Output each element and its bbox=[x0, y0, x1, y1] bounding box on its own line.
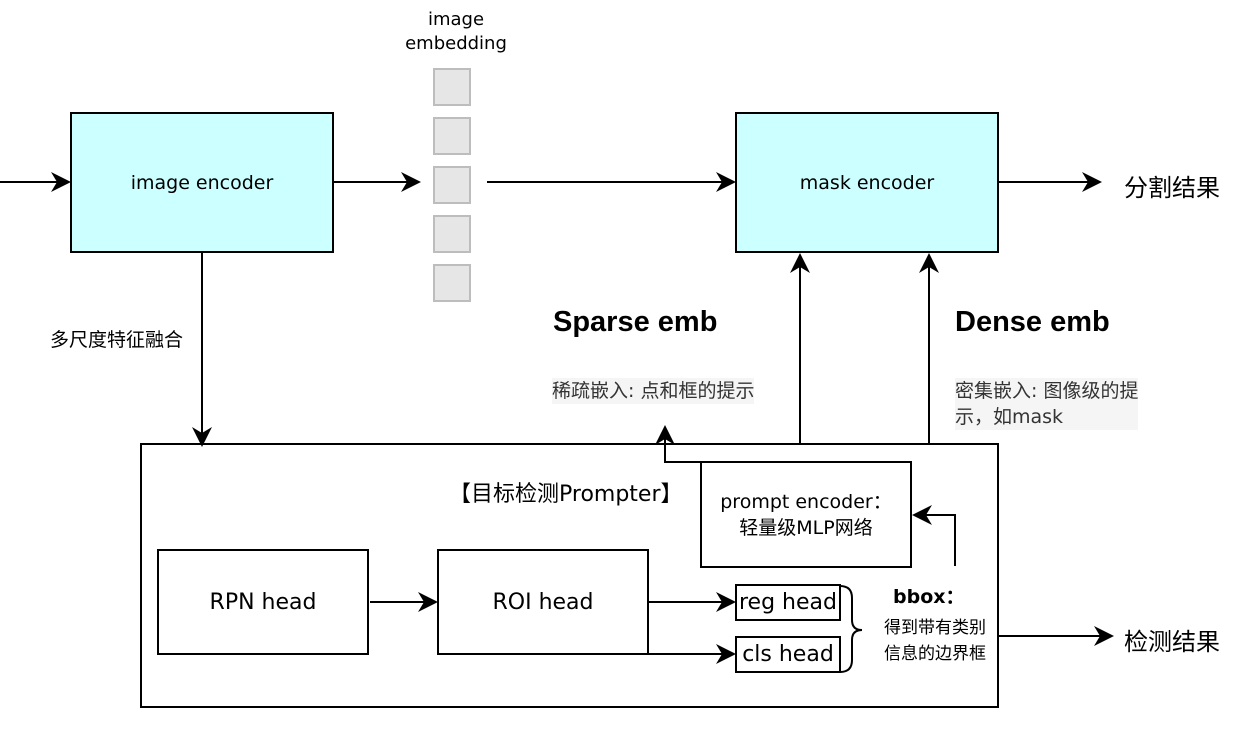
embedding-cell bbox=[433, 215, 471, 253]
image-embedding-label: image embedding bbox=[405, 9, 507, 54]
rpn-head-box: RPN head bbox=[157, 549, 369, 655]
prompt-encoder-box: prompt encoder： 轻量级MLP网络 bbox=[700, 461, 912, 568]
roi-head-box: ROI head bbox=[437, 549, 649, 655]
embedding-cell bbox=[433, 264, 471, 302]
dense-emb-desc: 密集嵌入: 图像级的提 示，如mask bbox=[955, 378, 1139, 430]
detection-result-label: 检测结果 bbox=[1124, 628, 1220, 656]
dense-emb-title: Dense emb bbox=[955, 306, 1110, 338]
bbox-to-prompt-arrow bbox=[912, 505, 956, 566]
sparse-emb-title: Sparse emb bbox=[553, 306, 718, 338]
bbox-desc: 得到带有类别 信息的边界框 bbox=[884, 618, 986, 664]
image-encoder-box: image encoder bbox=[70, 112, 334, 253]
embedding-cell bbox=[433, 166, 471, 204]
bbox-brace bbox=[839, 585, 863, 673]
bbox-title: bbox： bbox=[893, 586, 965, 608]
embedding-cell bbox=[433, 68, 471, 106]
segmentation-result-label: 分割结果 bbox=[1124, 174, 1220, 202]
mask-encoder-box: mask encoder bbox=[735, 112, 999, 253]
cls-head-box: cls head bbox=[735, 636, 841, 673]
reg-head-box: reg head bbox=[735, 584, 841, 621]
detector-container bbox=[140, 443, 999, 708]
sparse-emb-desc: 稀疏嵌入: 点和框的提示 bbox=[552, 378, 755, 404]
embedding-cell bbox=[433, 117, 471, 155]
multi-scale-fusion-label: 多尺度特征融合 bbox=[50, 329, 184, 351]
detector-title: 【目标检测Prompter】 bbox=[449, 482, 683, 507]
